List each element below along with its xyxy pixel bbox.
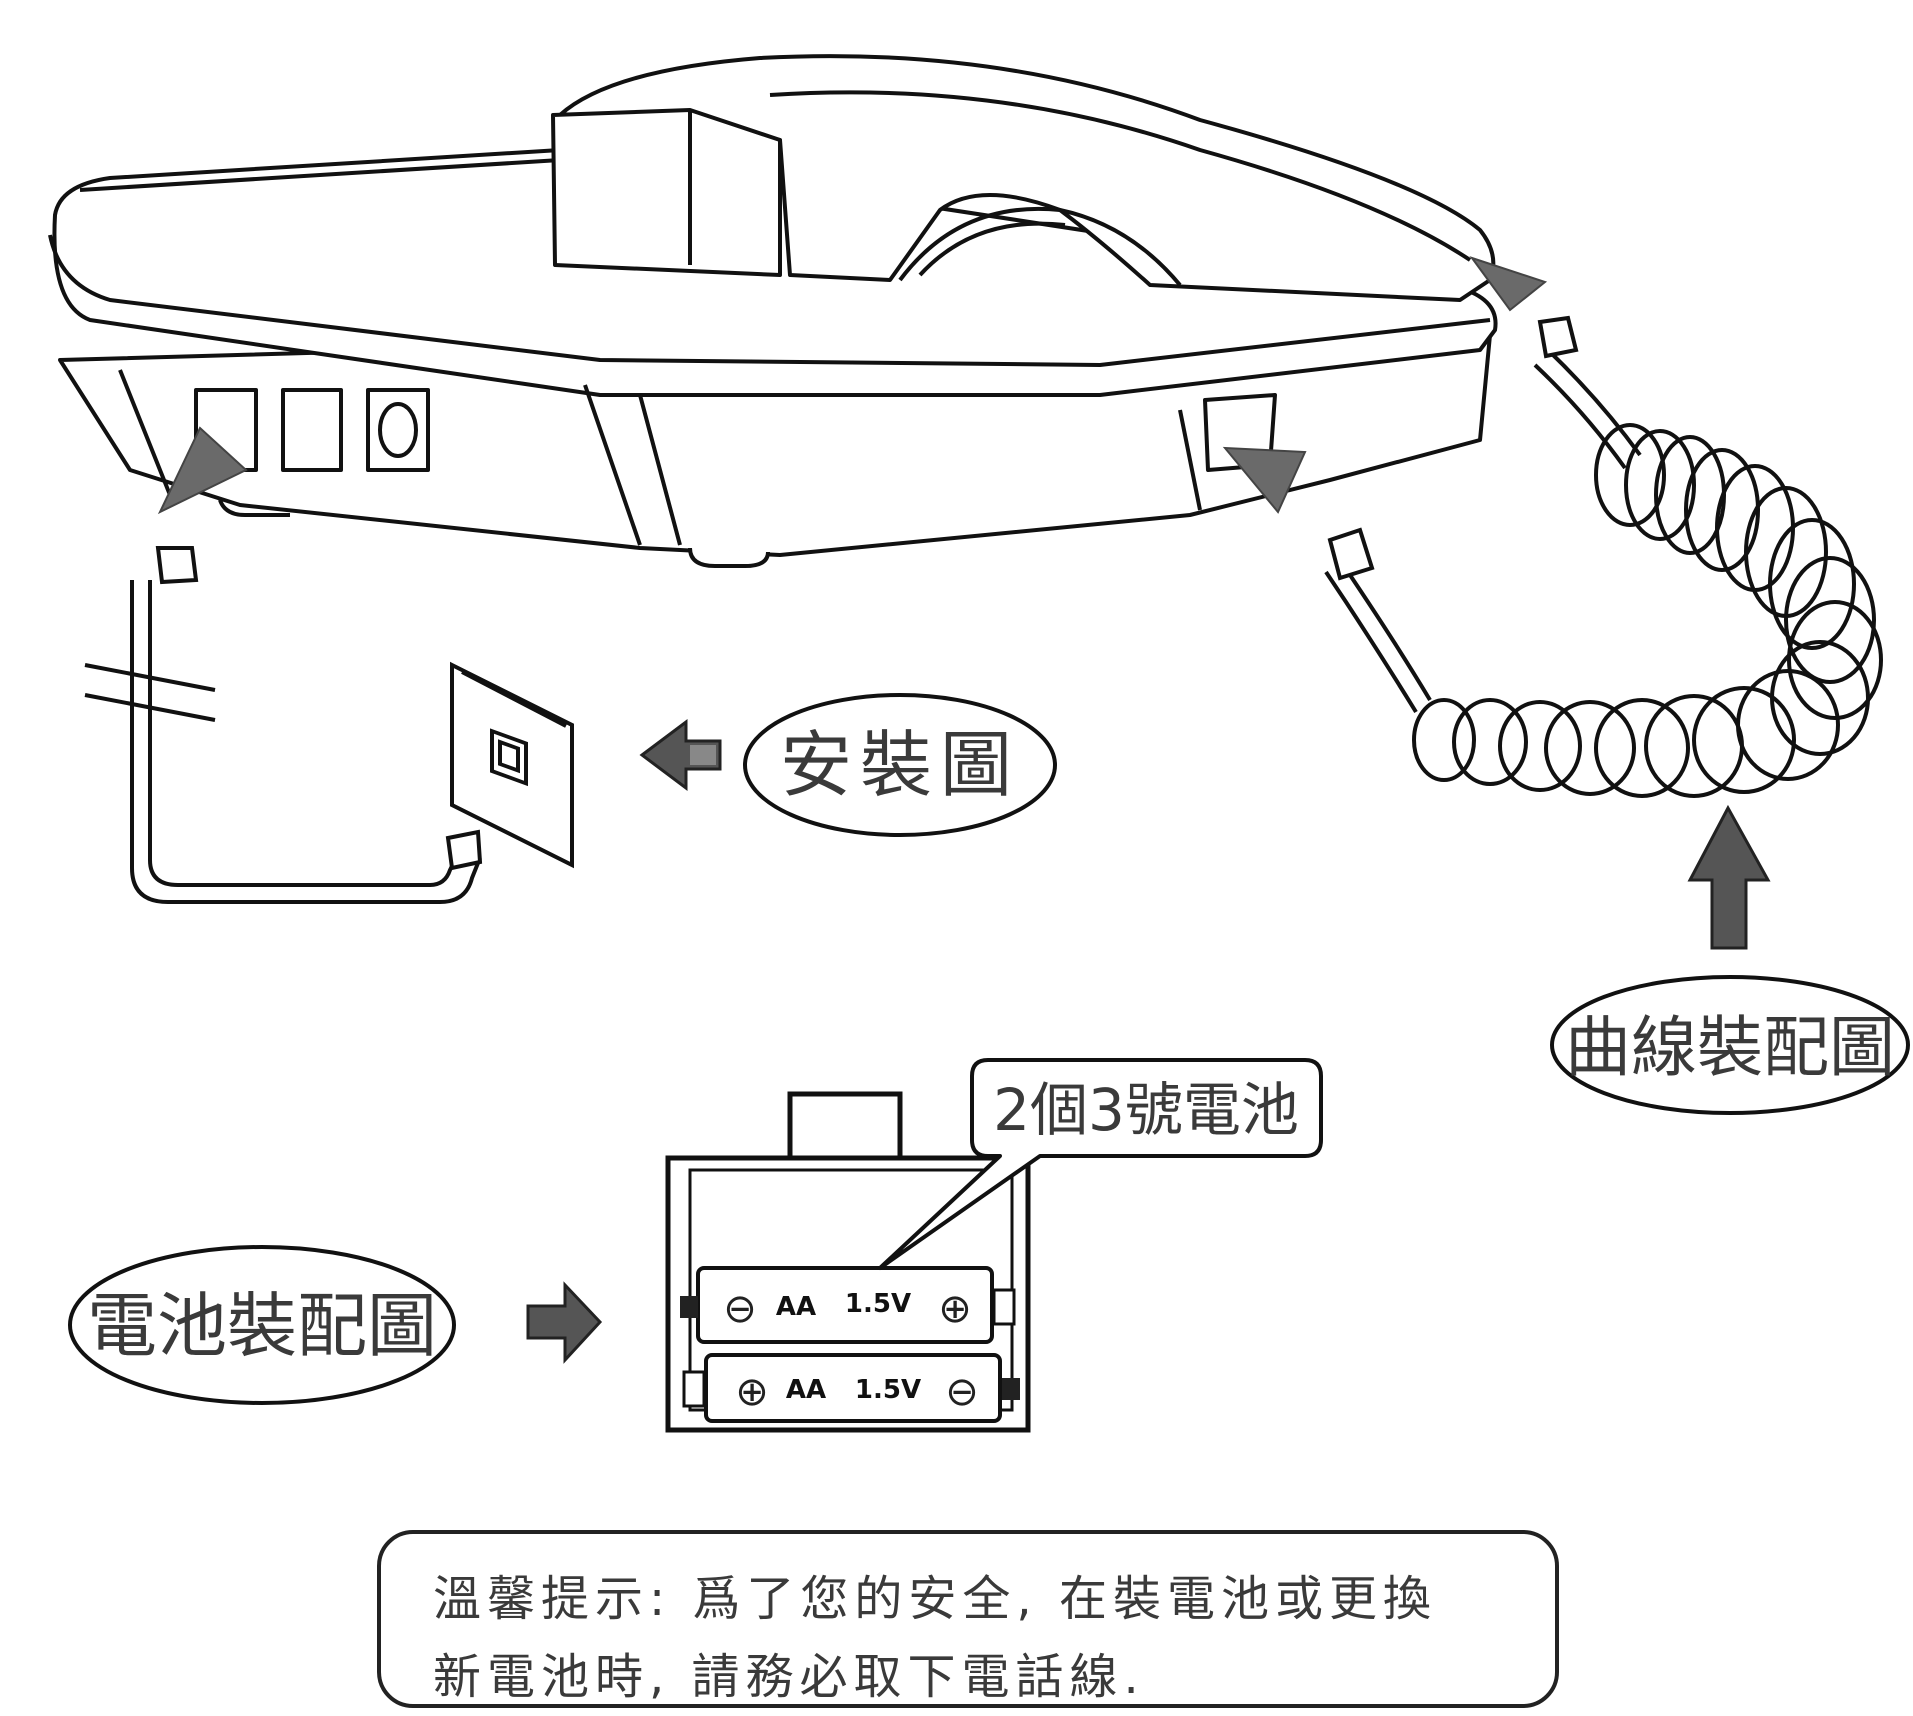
coil-cord-plugs: [1327, 315, 1579, 581]
coil-cord-label-text: 曲線裝配圖: [1565, 1009, 1895, 1086]
battery-2-plus-icon: ⊕: [735, 1369, 769, 1415]
battery-right-arrow-icon: [526, 1281, 603, 1364]
battery-assembly-label-text: 電池裝配圖: [87, 1285, 437, 1367]
arrow-to-handset-jack: [1222, 446, 1307, 514]
battery-1: ⊖ AA 1.5V ⊕: [680, 1266, 1016, 1344]
wall-jack-plate: [445, 661, 574, 871]
line-cord: [84, 580, 482, 904]
coil-cord-plug-base: [1327, 527, 1375, 581]
battery-1-plus-icon: ⊕: [938, 1286, 972, 1332]
coil-cord-plug-handset: [1537, 315, 1579, 359]
coil-cord-label: 曲線裝配圖: [1550, 975, 1910, 1115]
connection-arrows: [157, 256, 1548, 515]
handset: [551, 54, 1496, 302]
install-label: 安裝圖: [743, 693, 1057, 837]
dc-jack: [366, 388, 430, 472]
arrow-to-handset: [1469, 256, 1548, 312]
line-cord-plug-wall: [445, 829, 483, 871]
line-cord-plug-phone: [155, 546, 199, 585]
safety-note-line-1: 溫馨提示: 爲了您的安全, 在裝電池或更換: [433, 1571, 1437, 1627]
install-label-text: 安裝圖: [780, 723, 1020, 807]
battery-callout: 2個3號電池: [878, 1058, 1323, 1270]
aux-jack: [281, 388, 343, 472]
coil-up-arrow-icon: [1687, 804, 1771, 950]
coil-cord: [1324, 348, 1883, 798]
battery-1-minus-icon: ⊖: [723, 1286, 757, 1332]
install-arrow-icon: [639, 719, 722, 791]
compartment-tab: [787, 1091, 903, 1163]
battery-1-size: AA: [776, 1292, 816, 1322]
battery-callout-text: 2個3號電池: [993, 1076, 1299, 1144]
battery-1-voltage: 1.5V: [845, 1289, 911, 1319]
battery-2-minus-icon: ⊖: [945, 1369, 979, 1415]
battery-2: ⊕ AA 1.5V ⊖: [682, 1353, 1020, 1423]
safety-note: 溫馨提示: 爲了您的安全, 在裝電池或更換 新電池時, 請務必取下電話線.: [377, 1530, 1559, 1708]
telephone-body: [48, 148, 1498, 568]
arrow-to-line-jack: [157, 426, 248, 515]
battery-assembly-label: 電池裝配圖: [68, 1245, 456, 1405]
safety-note-line-2: 新電池時, 請務必取下電話線.: [433, 1649, 1145, 1705]
battery-2-size: AA: [786, 1375, 826, 1405]
battery-2-voltage: 1.5V: [855, 1375, 921, 1405]
